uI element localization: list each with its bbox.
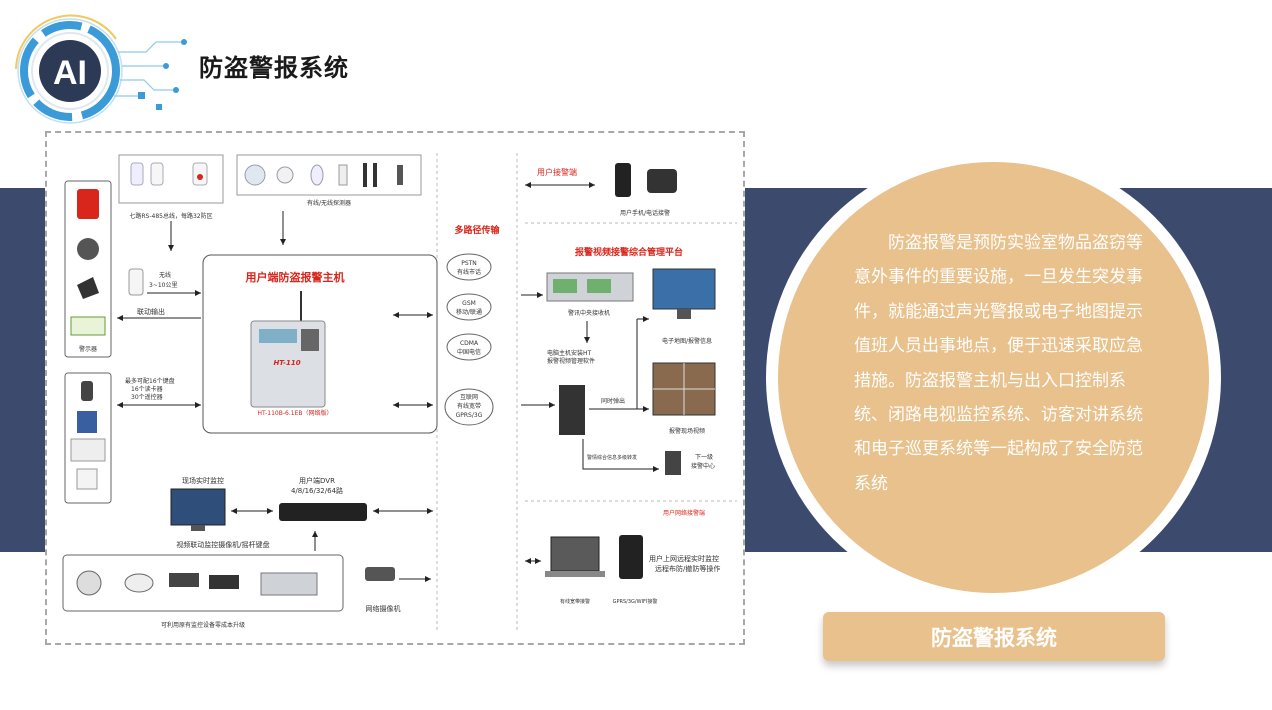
detector-label: 有线/无线探测器 bbox=[307, 199, 351, 207]
logo-text: AI bbox=[53, 54, 87, 92]
next-center-icon bbox=[665, 451, 681, 475]
strobe-icon bbox=[77, 238, 99, 260]
software-line-1: 电脑主机安装HT bbox=[547, 349, 592, 357]
video-label: 报警现场视频 bbox=[669, 427, 705, 435]
laptop-label: 有线宽带接警 bbox=[560, 598, 590, 605]
keyboard-icon bbox=[70, 438, 106, 462]
dvr-title: 用户端DVR bbox=[299, 476, 335, 485]
wireless-label: 无线 bbox=[159, 271, 171, 279]
caption-box: 防盗警报系统 bbox=[823, 612, 1165, 661]
software-line-2: 报警视频管理软件 bbox=[547, 357, 595, 365]
dome-camera-icon bbox=[124, 573, 154, 593]
sensor-group-right bbox=[236, 154, 422, 196]
sensor-icon bbox=[150, 162, 164, 186]
beam-icon bbox=[373, 163, 377, 187]
channel-cdma: CDMA 中国电信 bbox=[446, 333, 492, 361]
wireless-sensor-icon bbox=[128, 268, 144, 296]
svg-text:GSM: GSM bbox=[462, 300, 476, 307]
forward-label: 警情综合信息多级转发 bbox=[587, 454, 637, 461]
alarm-host-title: 用户端防盗报警主机 bbox=[246, 270, 345, 284]
alarm-host-model: HT-110B-6.1EB（网络版） bbox=[258, 409, 333, 417]
joystick-keyboard-icon bbox=[260, 572, 318, 596]
user-phone-title: 用户接警端 bbox=[537, 167, 577, 177]
user-phone-caption: 用户手机/电话接警 bbox=[620, 209, 670, 217]
linkage-camera-label: 视频联动监控摄像机/摇杆键盘 bbox=[176, 540, 269, 549]
pir-icon bbox=[310, 164, 324, 186]
smartphone-icon bbox=[619, 535, 643, 579]
dome-camera-icon bbox=[76, 570, 102, 596]
monitor-label: 现场实时监控 bbox=[182, 476, 224, 485]
svg-text:互联网: 互联网 bbox=[460, 393, 478, 401]
description-circle bbox=[778, 162, 1209, 593]
alarm-label: 警示器 bbox=[79, 345, 97, 353]
alarm-device-box bbox=[64, 180, 112, 358]
detector-icon bbox=[244, 164, 266, 186]
diagram-canvas: 警示器 七路RS-485总线，每路32防区 有线/无线探测器 无线 3~10公里… bbox=[62, 153, 737, 633]
bullet-camera-icon bbox=[169, 573, 199, 587]
glass-break-icon bbox=[397, 165, 403, 185]
sensor-icon bbox=[130, 162, 144, 186]
telephone-icon bbox=[647, 169, 677, 193]
next-center-line-2: 接警中心 bbox=[691, 462, 715, 470]
svg-text:GPRS/3G: GPRS/3G bbox=[456, 412, 483, 419]
ai-logo-icon: AI bbox=[15, 14, 187, 124]
channel-internet: 互联网 有线宽带 GPRS/3G bbox=[444, 388, 494, 426]
speaker-icon bbox=[77, 277, 99, 299]
net-line-2: 远程布防/撤防等操作 bbox=[655, 564, 720, 573]
page-title: 防盗警报系统 bbox=[199, 54, 349, 82]
bus-label: 七路RS-485总线，每路32防区 bbox=[129, 212, 212, 220]
beam-icon bbox=[363, 163, 367, 187]
next-center-line-1: 下一级 bbox=[695, 453, 713, 461]
camera-group-box bbox=[62, 554, 344, 612]
network-camera-label: 网络摄像机 bbox=[366, 604, 401, 613]
svg-text:PSTN: PSTN bbox=[461, 260, 477, 267]
keyboard-line-3: 30个遥控器 bbox=[131, 393, 163, 401]
navy-band-left bbox=[0, 188, 48, 552]
dvr-channels: 4/8/16/32/64路 bbox=[291, 486, 343, 495]
laptop-icon bbox=[550, 536, 600, 572]
description-text: 防盗报警是预防实验室物品盗窃等意外事件的重要设施，一旦发生突发事件，就能通过声光… bbox=[854, 233, 1143, 494]
alarm-host-brand: HT-110 bbox=[273, 359, 300, 367]
net-title: 用户网络接警端 bbox=[663, 509, 705, 517]
warning-sign-icon bbox=[70, 316, 106, 336]
svg-text:移动/联通: 移动/联通 bbox=[456, 308, 482, 316]
box-camera-icon bbox=[209, 575, 239, 589]
svg-text:CDMA: CDMA bbox=[460, 340, 479, 347]
sync-label: 同时弹出 bbox=[601, 397, 625, 405]
card-reader-icon bbox=[77, 411, 97, 433]
network-camera-icon bbox=[365, 567, 395, 581]
channel-gsm: GSM 移动/联通 bbox=[446, 293, 492, 321]
remote-icon bbox=[81, 381, 93, 401]
smoke-detector-icon bbox=[276, 166, 294, 184]
mobile-label: GPRS/3G/WIFI接警 bbox=[613, 598, 658, 605]
wireless-range: 3~10公里 bbox=[149, 282, 177, 289]
computer-tower-icon bbox=[559, 385, 585, 435]
panel-icon bbox=[76, 468, 98, 490]
system-diagram: 警示器 七路RS-485总线，每路32防区 有线/无线探测器 无线 3~10公里… bbox=[45, 131, 745, 645]
upgrade-label: 可利用原有监控设备零成本升级 bbox=[161, 621, 245, 629]
keyboard-line-2: 16个读卡器 bbox=[131, 385, 163, 393]
net-line-1: 用户上网远程实时监控 bbox=[649, 554, 719, 563]
receiver-label: 警讯中央接收机 bbox=[568, 309, 610, 317]
mobile-phone-icon bbox=[615, 163, 631, 197]
dvr-icon bbox=[279, 503, 367, 521]
emap-label: 电子地图/报警信息 bbox=[662, 337, 712, 345]
linkage-output-label: 联动输出 bbox=[137, 307, 165, 316]
siren-icon bbox=[77, 189, 99, 219]
platform-title: 报警视频接警综合管理平台 bbox=[575, 246, 683, 258]
channel-pstn: PSTN 有线市话 bbox=[446, 253, 492, 281]
emap-monitor-icon bbox=[652, 268, 716, 310]
svg-text:中国电信: 中国电信 bbox=[457, 348, 481, 356]
monitor-icon bbox=[170, 488, 226, 526]
keyboard-line-1: 最多可配16个键盘 bbox=[125, 377, 175, 385]
svg-text:有线宽带: 有线宽带 bbox=[457, 402, 481, 410]
contact-icon bbox=[338, 164, 348, 186]
transmission-title: 多路径传输 bbox=[454, 224, 500, 236]
svg-text:有线市话: 有线市话 bbox=[457, 268, 481, 276]
